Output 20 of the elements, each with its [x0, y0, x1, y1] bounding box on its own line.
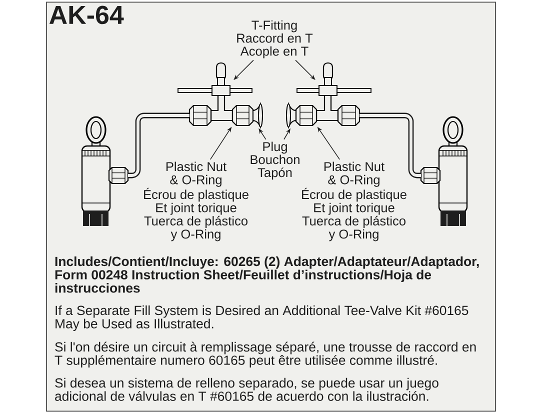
part-label: Plastic Nut & O-Ring Écrou de plastique Et joint torique Tuerca de plástico y O-Ring — [302, 162, 406, 242]
note-paragraph: Si desea un sistema de relleno separado, se puede usar un juego adicional de válvulas en T #60165 de acuerdo con la ilustración. — [55, 378, 438, 401]
air-shock — [420, 116, 468, 226]
part-label: T-Fitting Raccord en T Acople en T — [237, 20, 313, 58]
note-paragraph: Si l'on désire un circuit à remplissage séparé, une trousse de raccord en T supplémentaire numero 60165 peut être utilisée comme illustré. — [54, 342, 476, 368]
hex-nut — [337, 104, 360, 126]
part-label: Plastic Nut & O-Ring Écrou de plastique Et joint torique Tuerca de plástico y O-Ring — [144, 162, 248, 242]
tee-fitting — [210, 62, 234, 122]
title: AK-64 — [49, 6, 124, 24]
air-tube — [128, 112, 190, 178]
part-label: Plug Bouchon Tapón — [250, 142, 300, 180]
hex-nut — [188, 104, 212, 126]
leader-arrow — [234, 60, 254, 80]
tee-fitting — [316, 62, 339, 122]
contents-note: Includes/Contient/Incluye: 60265 (2) Adapter/Adaptateur/Adaptador, Form 00248 Instruction Sheet/Feuillet d’instructions/Hoja de instrucciones — [55, 256, 479, 293]
note-paragraph: If a Separate Fill System is Desired an Additional Tee-Valve Kit #60165 May be Used as Illustrated. — [56, 305, 468, 332]
air-shock — [81, 116, 129, 226]
leader-arrow — [295, 60, 316, 80]
end-plug — [252, 104, 263, 128]
air-tube — [360, 112, 421, 178]
